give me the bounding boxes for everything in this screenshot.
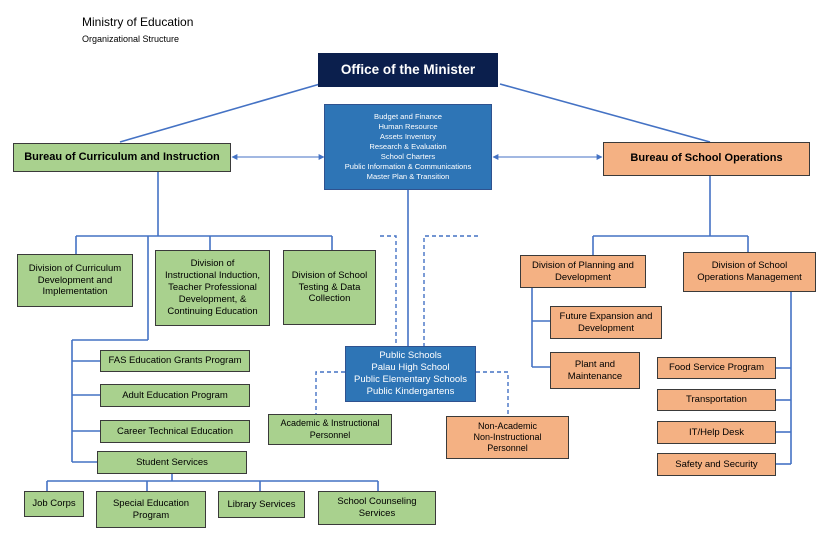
service-line: Program <box>132 509 170 521</box>
division-planning-box: Division of Planning and Development <box>520 255 646 288</box>
division-line: Continuing Education <box>167 305 258 317</box>
division-line: Division of Planning and <box>532 259 634 271</box>
school-counseling-box: School Counseling Services <box>318 491 436 525</box>
personnel-line: Personnel <box>309 429 351 440</box>
program-adult-box: Adult Education Program <box>100 384 250 407</box>
support-line: Master Plan & Transition <box>366 171 450 181</box>
student-services-box: Student Services <box>97 451 247 474</box>
division-line: Teacher Professional <box>168 282 257 294</box>
public-schools-line: Public Schools <box>379 350 442 362</box>
planning-item-line: Maintenance <box>567 370 623 382</box>
public-schools-box: Public Schools Palau High School Public … <box>345 346 476 402</box>
office-of-minister-label: Office of the Minister <box>340 61 476 77</box>
public-schools-line: Public Kindergartens <box>366 385 455 397</box>
support-office-box: Budget and Finance Human Resource Assets… <box>324 104 492 190</box>
division-testing-box: Division of School Testing & Data Collec… <box>283 250 376 325</box>
service-line: Special Education <box>112 497 190 509</box>
division-line: Operations Management <box>697 272 802 283</box>
non-academic-personnel-box: Non-Academic Non-Instructional Personnel <box>446 416 569 459</box>
office-of-minister-box: Office of the Minister <box>318 53 498 87</box>
support-line: Research & Evaluation <box>369 142 447 152</box>
operations-bureau-label: Bureau of School Operations <box>630 152 783 165</box>
support-line: Human Resource <box>378 122 438 132</box>
line-minister-operations <box>499 83 711 143</box>
operations-item-label: Transportation <box>686 394 747 406</box>
chart-subtitle: Organizational Structure <box>82 34 180 44</box>
dashed-curriculum-publicschools <box>380 235 397 346</box>
planning-item-line: Future Expansion and <box>559 310 653 322</box>
operations-item-label: Safety and Security <box>675 458 758 470</box>
division-line: Collection <box>308 293 351 305</box>
public-schools-line: Public Elementary Schools <box>354 374 467 385</box>
division-line: Implementation <box>42 286 108 298</box>
program-label: FAS Education Grants Program <box>108 355 242 367</box>
curriculum-bureau-box: Bureau of Curriculum and Instruction <box>13 143 231 172</box>
planning-item-line: Development <box>578 322 634 334</box>
division-line: Division of School <box>291 269 368 281</box>
dashed-publicschools-nonacademic <box>476 371 509 416</box>
dashed-planning-publicschools <box>423 235 478 346</box>
service-line: School Counseling <box>337 496 417 508</box>
student-services-label: Student Services <box>136 456 208 468</box>
support-line: Budget and Finance <box>374 112 442 122</box>
operations-bureau-box: Bureau of School Operations <box>603 142 810 176</box>
division-line: Division of Curriculum <box>28 262 122 274</box>
program-cte-box: Career Technical Education <box>100 420 250 443</box>
curriculum-bureau-label: Bureau of Curriculum and Instruction <box>24 150 220 163</box>
service-line: Services <box>358 508 396 519</box>
support-line: School Charters <box>380 151 436 161</box>
safety-security-box: Safety and Security <box>657 453 776 476</box>
support-line: Assets Inventory <box>379 132 437 142</box>
chart-title: Ministry of Education <box>82 15 194 29</box>
academic-personnel-box: Academic & Instructional Personnel <box>268 414 392 445</box>
transportation-box: Transportation <box>657 389 776 411</box>
personnel-line: Non-Instructional <box>473 431 542 442</box>
operations-item-label: IT/Help Desk <box>689 426 744 438</box>
food-service-box: Food Service Program <box>657 357 776 379</box>
division-instructional-box: Division of Instructional Induction, Tea… <box>155 250 270 326</box>
planning-item-line: Plant and <box>574 358 616 370</box>
library-services-box: Library Services <box>218 491 305 518</box>
personnel-line: Personnel <box>487 443 528 454</box>
division-line: Division of <box>190 258 235 270</box>
personnel-line: Academic & Instructional <box>280 418 380 429</box>
program-label: Career Technical Education <box>116 425 233 437</box>
division-line: Development, & <box>178 293 247 305</box>
division-curriculum-box: Division of Curriculum Development and I… <box>17 254 133 307</box>
support-line: Public Information & Communications <box>344 161 472 171</box>
program-label: Adult Education Program <box>122 389 228 401</box>
division-line: Testing & Data <box>298 281 361 293</box>
public-schools-line: Palau High School <box>371 362 450 374</box>
future-expansion-box: Future Expansion and Development <box>550 306 662 339</box>
dashed-publicschools-academic <box>315 371 345 414</box>
program-fas-box: FAS Education Grants Program <box>100 350 250 372</box>
special-education-box: Special Education Program <box>96 491 206 528</box>
operations-item-label: Food Service Program <box>668 362 765 374</box>
division-line: Development <box>555 271 611 283</box>
line-minister-curriculum <box>119 83 321 143</box>
job-corps-box: Job Corps <box>24 491 84 517</box>
division-line: Development and <box>37 274 113 286</box>
plant-maintenance-box: Plant and Maintenance <box>550 352 640 389</box>
division-line: Division of School <box>711 260 788 272</box>
it-helpdesk-box: IT/Help Desk <box>657 421 776 444</box>
service-line: Library Services <box>227 498 296 510</box>
division-operations-mgmt-box: Division of School Operations Management <box>683 252 816 292</box>
personnel-line: Non-Academic <box>477 420 538 431</box>
service-line: Job Corps <box>32 498 76 510</box>
division-line: Instructional Induction, <box>164 270 261 282</box>
